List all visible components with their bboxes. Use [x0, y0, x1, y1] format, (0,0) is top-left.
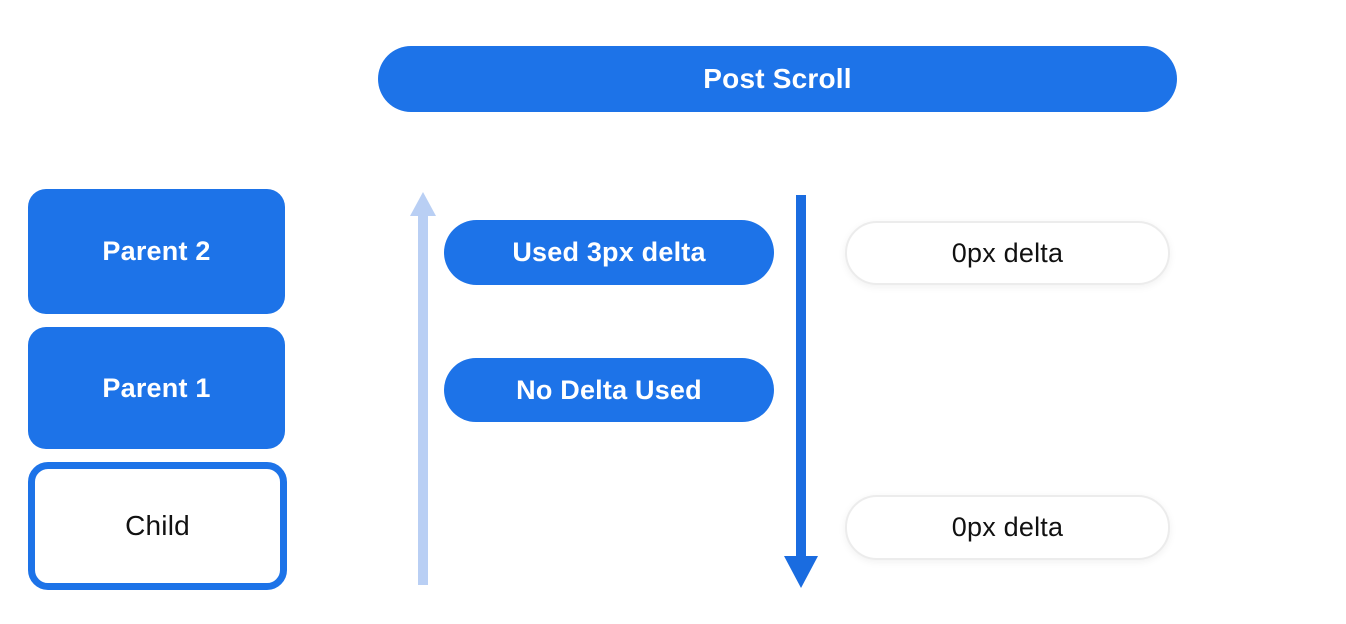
parent-2-box: Parent 2 [28, 189, 285, 314]
parent-1-box: Parent 1 [28, 327, 285, 449]
zero-delta-pill-bottom: 0px delta [845, 495, 1170, 560]
zero-delta-pill-top: 0px delta [845, 221, 1170, 285]
used-delta-pill: Used 3px delta [444, 220, 774, 285]
post-scroll-header: Post Scroll [378, 46, 1177, 112]
no-delta-used-pill: No Delta Used [444, 358, 774, 422]
arrow-up-icon [410, 192, 436, 585]
child-box: Child [28, 462, 287, 590]
arrow-down-head [784, 556, 818, 588]
arrow-up-shaft [418, 212, 428, 585]
arrow-down-shaft [796, 195, 806, 557]
arrow-down-icon [784, 195, 818, 588]
